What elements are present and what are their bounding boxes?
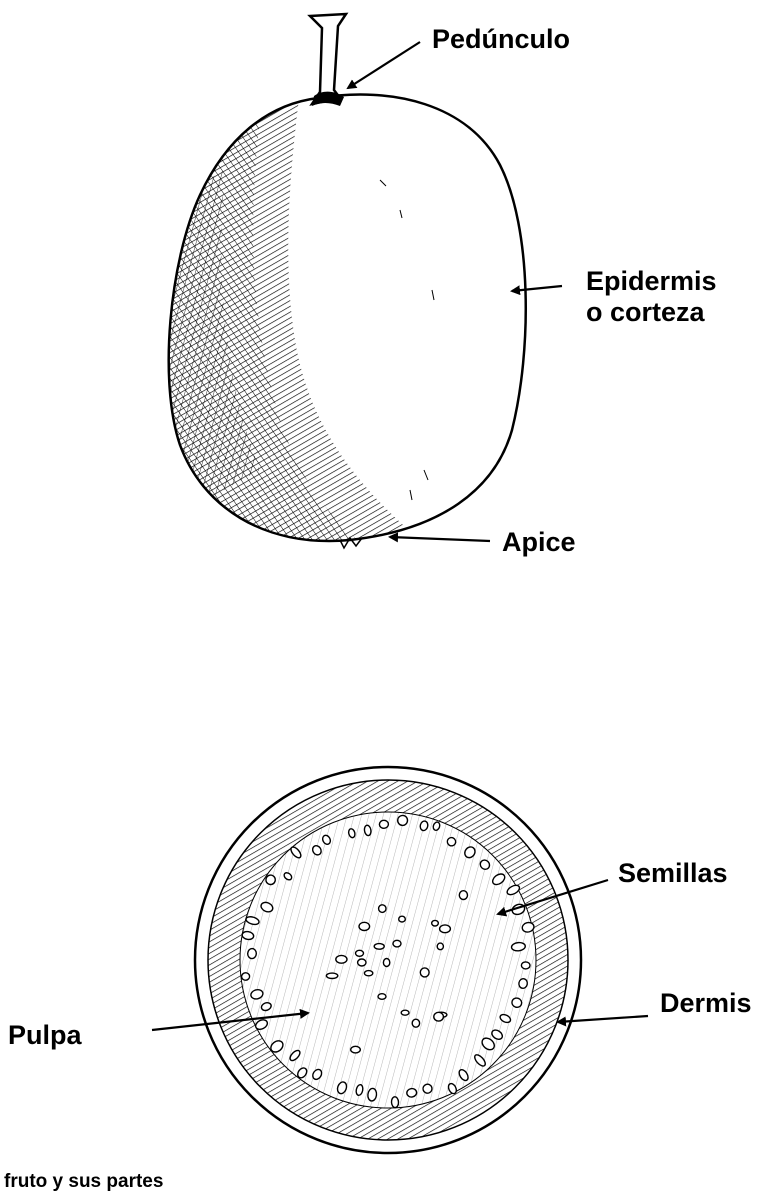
seed bbox=[364, 971, 372, 976]
seeds-label: Semillas bbox=[618, 858, 728, 888]
apex-arrow bbox=[390, 537, 490, 541]
seed bbox=[379, 820, 388, 828]
seed bbox=[432, 920, 439, 926]
seed bbox=[336, 955, 347, 963]
seed bbox=[391, 1097, 399, 1108]
seed bbox=[351, 1046, 361, 1053]
apex-label: Apice bbox=[502, 527, 576, 557]
seed bbox=[397, 815, 408, 826]
seed bbox=[378, 994, 386, 1000]
pulp-label: Pulpa bbox=[8, 1020, 82, 1050]
dermis-label: Dermis bbox=[660, 988, 752, 1018]
seed bbox=[440, 925, 451, 933]
seed bbox=[358, 959, 366, 966]
peduncle-arrow bbox=[348, 42, 420, 88]
epidermis-label-line1: Epidermis bbox=[586, 266, 717, 296]
epidermis-arrow bbox=[512, 286, 562, 291]
epidermis-label-line2: o corteza bbox=[586, 297, 706, 327]
caption: fruto y sus partes bbox=[4, 1171, 163, 1192]
seed bbox=[420, 968, 429, 977]
seed bbox=[383, 959, 389, 967]
peduncle-label: Pedúnculo bbox=[432, 24, 570, 54]
fruit-cross-section bbox=[195, 767, 581, 1153]
whole-fruit bbox=[169, 14, 526, 560]
seed bbox=[437, 943, 443, 950]
seed bbox=[434, 1012, 444, 1021]
seed bbox=[356, 950, 364, 956]
seed bbox=[379, 905, 386, 913]
seed bbox=[401, 1010, 409, 1015]
seed bbox=[359, 922, 370, 930]
seed bbox=[247, 948, 256, 958]
seed bbox=[521, 962, 530, 969]
seed bbox=[241, 972, 250, 980]
seed bbox=[326, 973, 337, 978]
seed bbox=[412, 1019, 419, 1027]
seed bbox=[399, 916, 406, 922]
seed bbox=[459, 891, 467, 900]
seed bbox=[393, 940, 401, 947]
stem bbox=[310, 14, 346, 104]
seed bbox=[374, 944, 384, 950]
